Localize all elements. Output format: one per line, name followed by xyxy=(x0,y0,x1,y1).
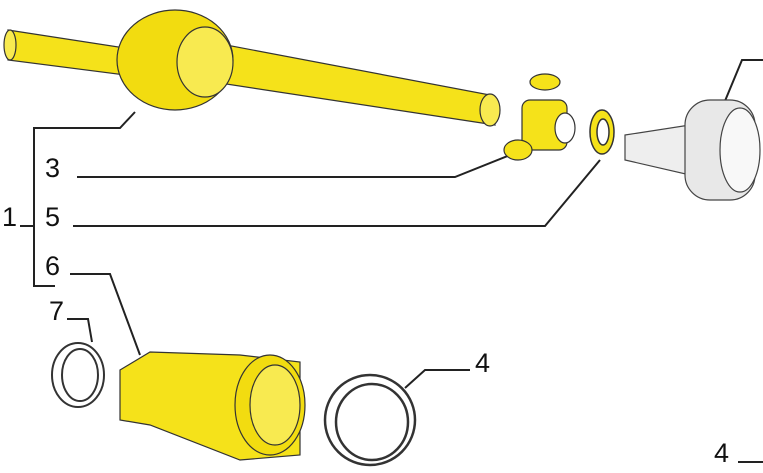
large-clamp-part-4 xyxy=(323,373,417,467)
label-4-bottom-right: 4 xyxy=(714,438,730,468)
label-1: 1 xyxy=(2,202,18,232)
leader-lines xyxy=(20,59,763,463)
label-4-clamp: 4 xyxy=(475,348,491,378)
outer-joint xyxy=(624,99,761,201)
circlip-part-5 xyxy=(589,109,615,155)
tripod-part-3 xyxy=(503,73,576,161)
bracket-1 xyxy=(33,111,136,287)
label-6: 6 xyxy=(45,251,61,281)
halfshaft-assembly xyxy=(3,9,501,127)
leader-6 xyxy=(70,273,141,356)
leader-5 xyxy=(73,159,601,227)
boot-part-6 xyxy=(119,351,306,461)
leader-3 xyxy=(77,154,511,178)
leader-4a xyxy=(404,369,470,389)
label-5: 5 xyxy=(45,202,61,232)
small-clamp-part-7 xyxy=(51,342,105,408)
label-3: 3 xyxy=(45,153,61,183)
label-7: 7 xyxy=(49,296,65,326)
leader-7 xyxy=(67,318,93,343)
